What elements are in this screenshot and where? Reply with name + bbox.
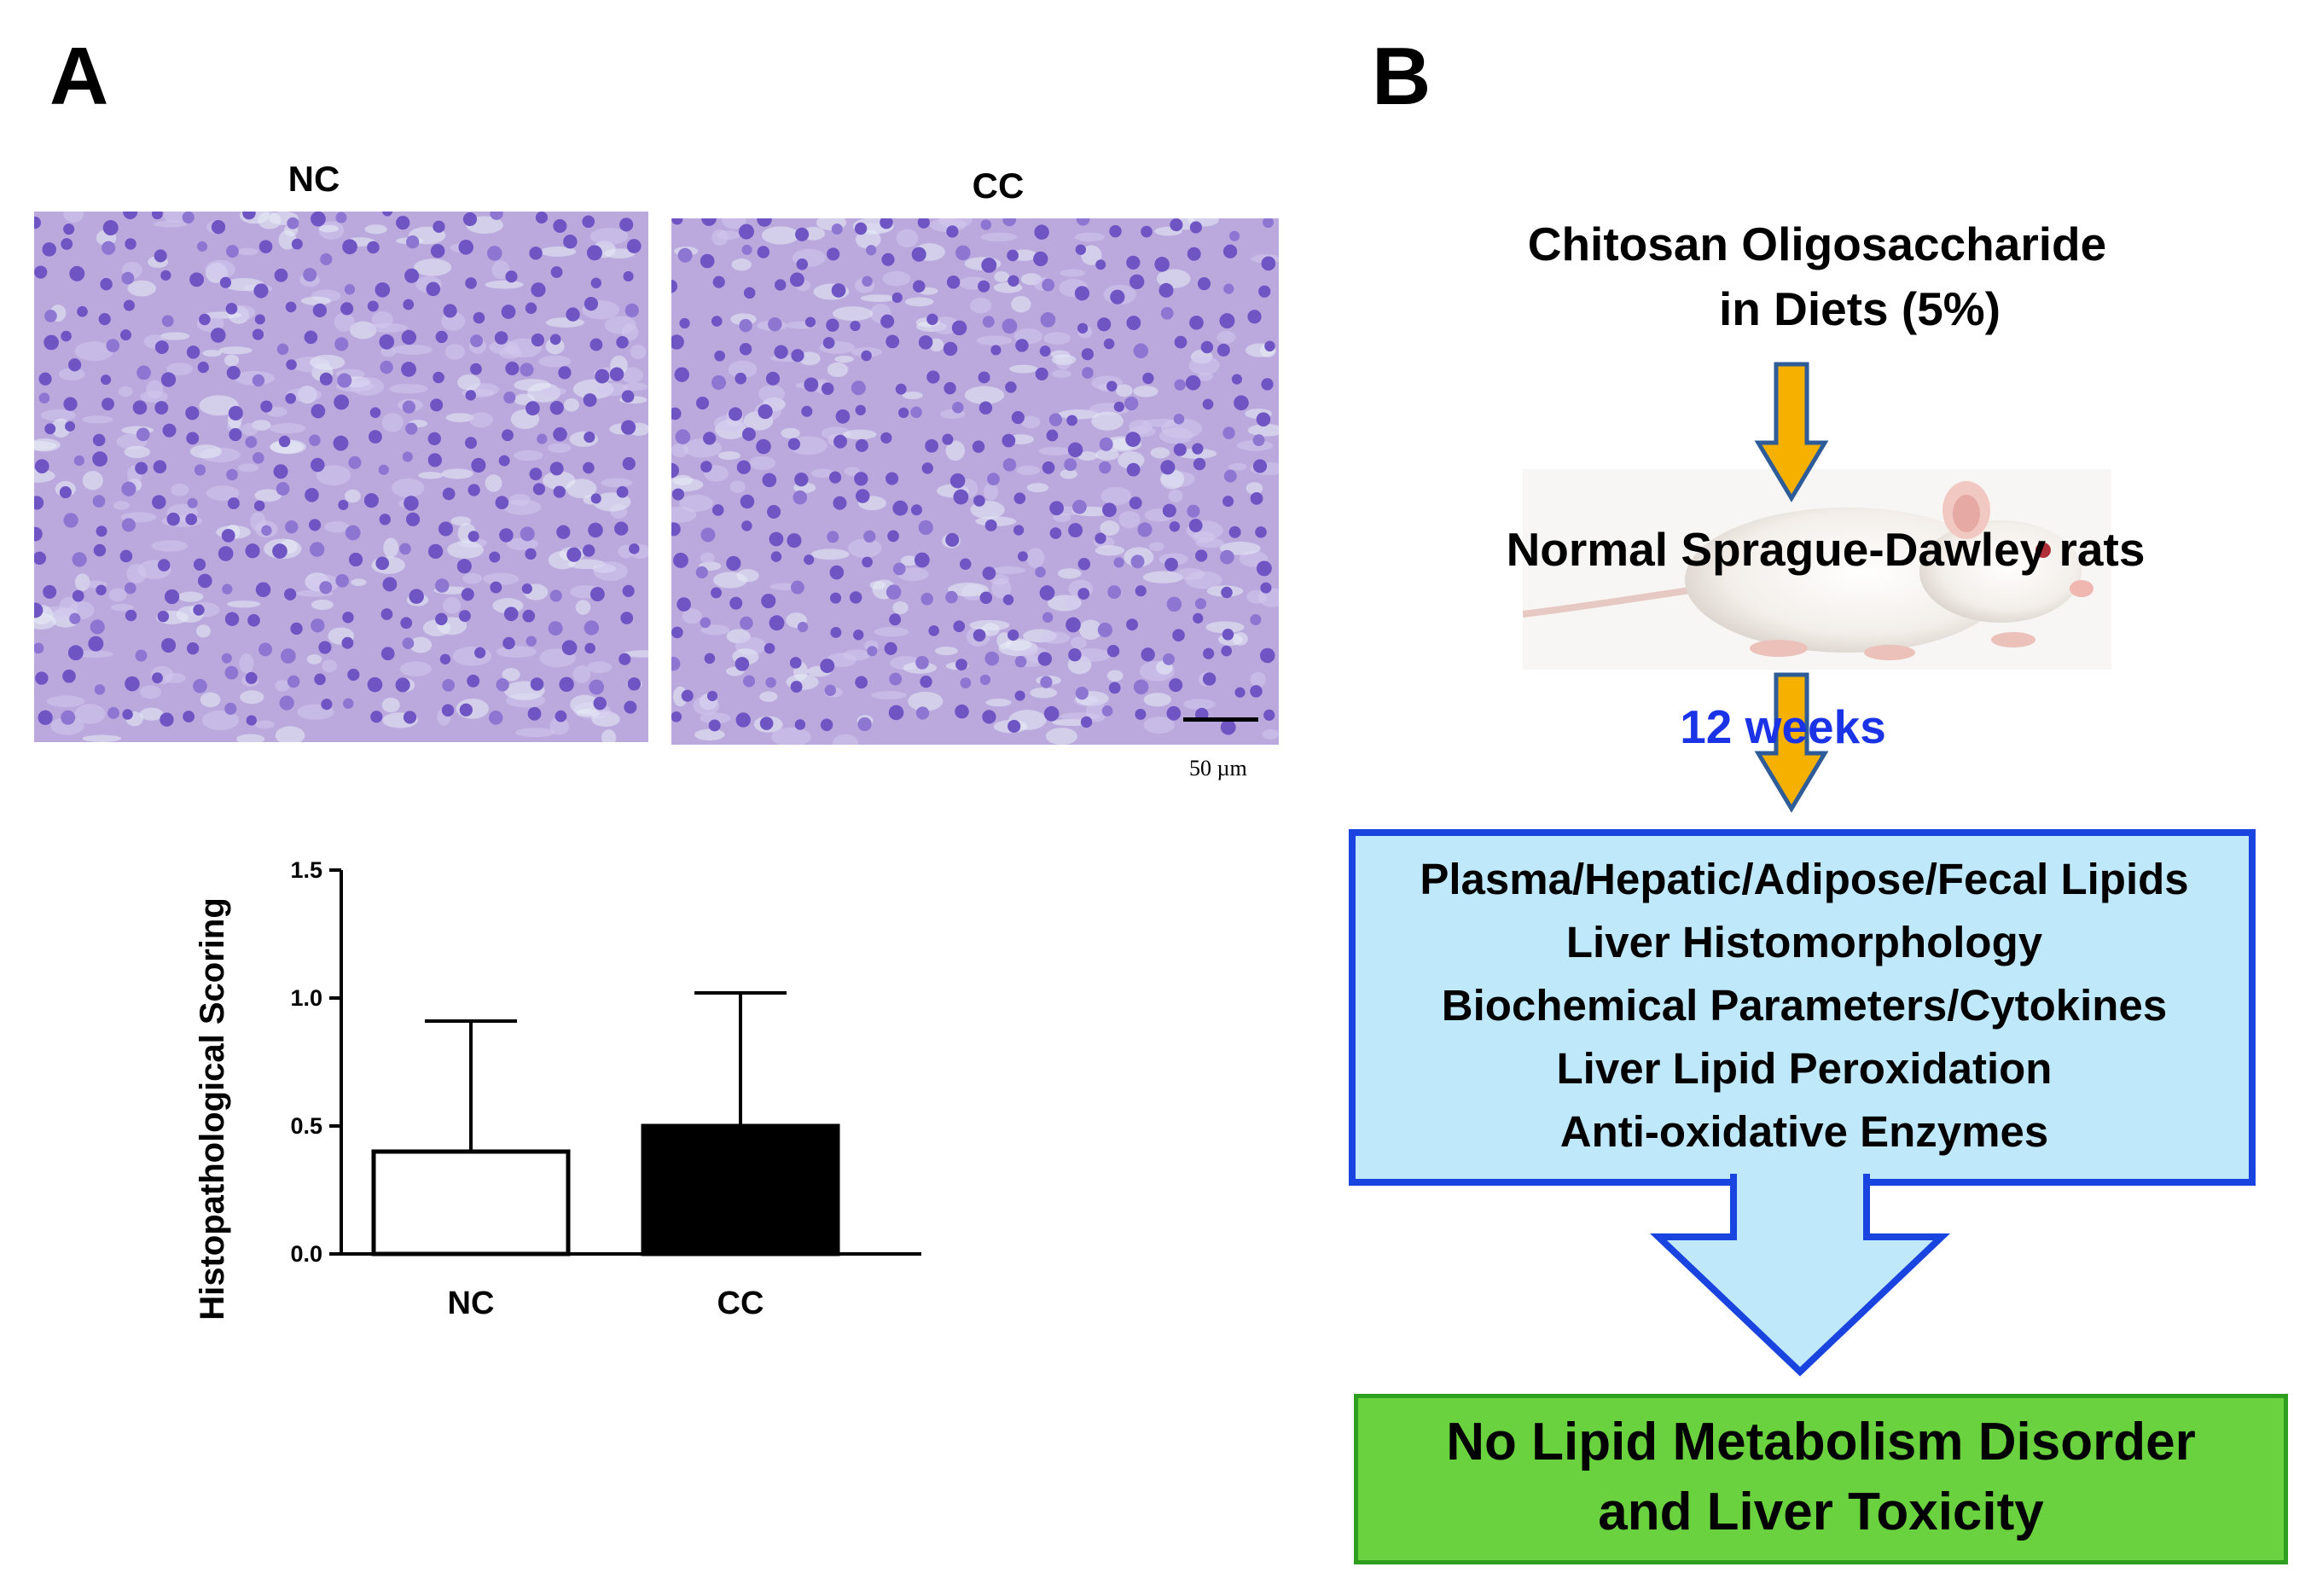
histopathology-bar-chart: Histopathological Scoring 0.0 0.5 1.0 1.5NC…	[194, 857, 921, 1321]
scale-bar-label: 50 µm	[1189, 756, 1247, 781]
measurement-item: Liver Histomorphology	[1565, 918, 2043, 966]
bar-cc	[641, 1123, 840, 1256]
rat-illustration	[1523, 469, 2111, 670]
y-tick-label: 1.5	[290, 857, 322, 883]
y-tick-label: 0.0	[290, 1241, 322, 1267]
measurement-item: Plasma/Hepatic/Adipose/Fecal Lipids	[1420, 855, 2189, 903]
x-tick-label: NC	[448, 1286, 495, 1321]
conclusion-line-2: and Liver Toxicity	[1598, 1483, 2044, 1541]
bar-nc	[371, 1149, 571, 1256]
panel-a-letter: A	[49, 31, 109, 122]
subjects-label: Normal Sprague-Dawley rats	[1506, 523, 2146, 576]
measurement-item: Biochemical Parameters/Cytokines	[1441, 981, 2168, 1030]
duration-label: 12 weeks	[1680, 700, 1886, 753]
measurements-box	[1349, 829, 2256, 1377]
conclusion-box: No Lipid Metabolism Disorder and Liver T…	[1354, 1394, 2288, 1564]
y-tick-label: 0.5	[290, 1113, 322, 1139]
measurement-item: Anti-oxidative Enzymes	[1559, 1107, 2049, 1156]
measurement-item: Liver Lipid Peroxidation	[1556, 1044, 2053, 1093]
intervention-line-1: Chitosan Oligosaccharide	[1527, 218, 2107, 270]
cc-image-title: CC	[972, 165, 1025, 206]
x-tick-label: CC	[717, 1286, 764, 1321]
measurements-list: Plasma/Hepatic/Adipose/Fecal Lipids Live…	[1356, 848, 2252, 1164]
nc-image-title: NC	[287, 159, 340, 199]
panel-b-letter: B	[1372, 31, 1431, 122]
chart-ylabel: Histopathological Scoring	[194, 897, 231, 1320]
arrow-down-icon	[1754, 672, 1829, 813]
conclusion-line-1: No Lipid Metabolism Disorder	[1446, 1413, 2196, 1471]
cc-liver-micrograph	[671, 218, 1279, 745]
nc-liver-micrograph	[34, 212, 648, 742]
arrow-down-icon	[1754, 362, 1829, 502]
intervention-line-2: in Diets (5%)	[1718, 282, 2001, 335]
y-tick-label: 1.0	[290, 985, 322, 1011]
scale-bar	[1183, 717, 1258, 722]
